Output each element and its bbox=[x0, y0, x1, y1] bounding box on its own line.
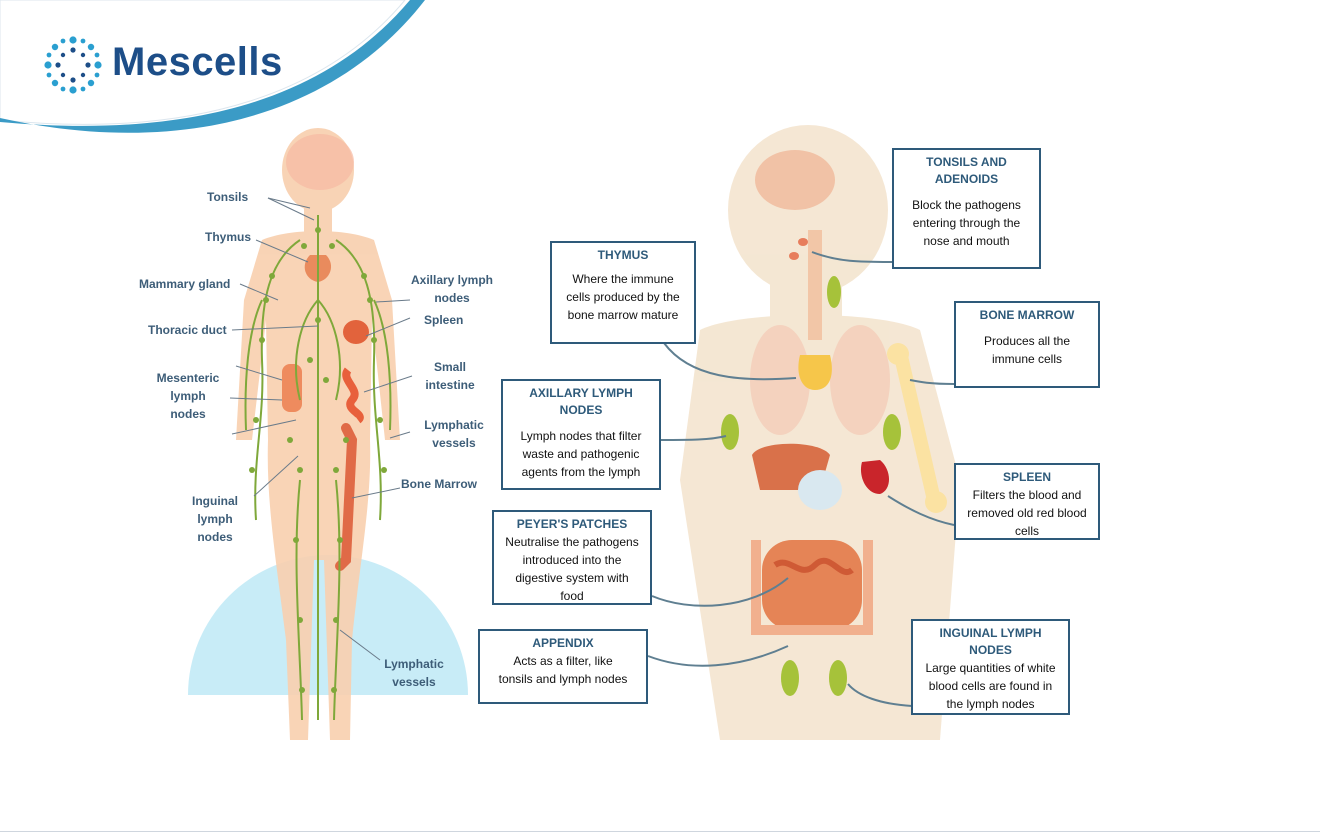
label-thoracic-duct: Thoracic duct bbox=[148, 323, 227, 337]
callout-peyers-patches: PEYER'S PATCHES Neutralise the pathogens… bbox=[492, 510, 652, 605]
callout-spleen: SPLEEN Filters the blood and removed old… bbox=[954, 463, 1100, 540]
brand-name: Mescells bbox=[112, 40, 283, 84]
callout-thymus-desc: Where the immune cells produced by the b… bbox=[566, 272, 680, 322]
callout-axillary-lymph-nodes: AXILLARY LYMPH NODES Lymph nodes that fi… bbox=[501, 379, 661, 490]
callout-axillary-lymph-nodes-title: AXILLARY LYMPH NODES bbox=[529, 386, 633, 417]
label-thymus: Thymus bbox=[205, 230, 252, 244]
callout-thymus-title: THYMUS bbox=[597, 248, 649, 262]
label-lymphatic-vessels-lower: Lymphatic vessels bbox=[384, 657, 444, 689]
callout-appendix-desc: Acts as a filter, like tonsils and lymph… bbox=[498, 654, 628, 686]
callout-bone-marrow: BONE MARROW Produces all the immune cell… bbox=[954, 301, 1100, 388]
label-axillary-lymph-nodes: Axillary lymph nodes bbox=[410, 273, 494, 305]
label-spleen: Spleen bbox=[424, 313, 464, 327]
label-lymphatic-vessels-upper: Lymphatic vessels bbox=[424, 418, 484, 450]
mescells-logo-icon bbox=[44, 36, 102, 94]
label-inguinal-lymph-nodes: Inguinal lymph nodes bbox=[192, 494, 238, 544]
callout-axillary-lymph-nodes-desc: Lymph nodes that filter waste and pathog… bbox=[520, 429, 642, 479]
callout-thymus: THYMUS Where the immune cells produced b… bbox=[550, 241, 696, 344]
callout-tonsils-adenoids-title: TONSILS AND ADENOIDS bbox=[926, 155, 1007, 186]
callout-inguinal-lymph-nodes-desc: Large quantities of white blood cells ar… bbox=[925, 661, 1056, 711]
label-tonsils: Tonsils bbox=[207, 190, 249, 204]
callout-appendix: APPENDIX Acts as a filter, like tonsils … bbox=[478, 629, 648, 704]
callout-tonsils-adenoids: TONSILS AND ADENOIDS Block the pathogens… bbox=[892, 148, 1041, 269]
callout-appendix-title: APPENDIX bbox=[532, 636, 594, 650]
label-small-intestine: Small intestine bbox=[425, 360, 475, 392]
callout-spleen-title: SPLEEN bbox=[1002, 470, 1051, 484]
callout-peyers-patches-title: PEYER'S PATCHES bbox=[516, 517, 628, 531]
label-mesenteric-lymph-nodes: Mesenteric lymph nodes bbox=[156, 371, 220, 421]
callout-inguinal-lymph-nodes: INGUINAL LYMPH NODES Large quantities of… bbox=[911, 619, 1070, 715]
callout-spleen-desc: Filters the blood and removed old red bl… bbox=[967, 488, 1087, 538]
callout-bone-marrow-desc: Produces all the immune cells bbox=[983, 334, 1071, 366]
label-mammary-gland: Mammary gland bbox=[139, 277, 231, 291]
label-bone-marrow: Bone Marrow bbox=[401, 477, 478, 491]
callout-tonsils-adenoids-desc: Block the pathogens entering through the… bbox=[912, 198, 1021, 248]
callout-bone-marrow-title: BONE MARROW bbox=[979, 308, 1075, 322]
callout-inguinal-lymph-nodes-title: INGUINAL LYMPH NODES bbox=[939, 626, 1042, 657]
callout-peyers-patches-desc: Neutralise the pathogens introduced into… bbox=[505, 535, 639, 603]
footer-divider bbox=[0, 831, 1320, 832]
